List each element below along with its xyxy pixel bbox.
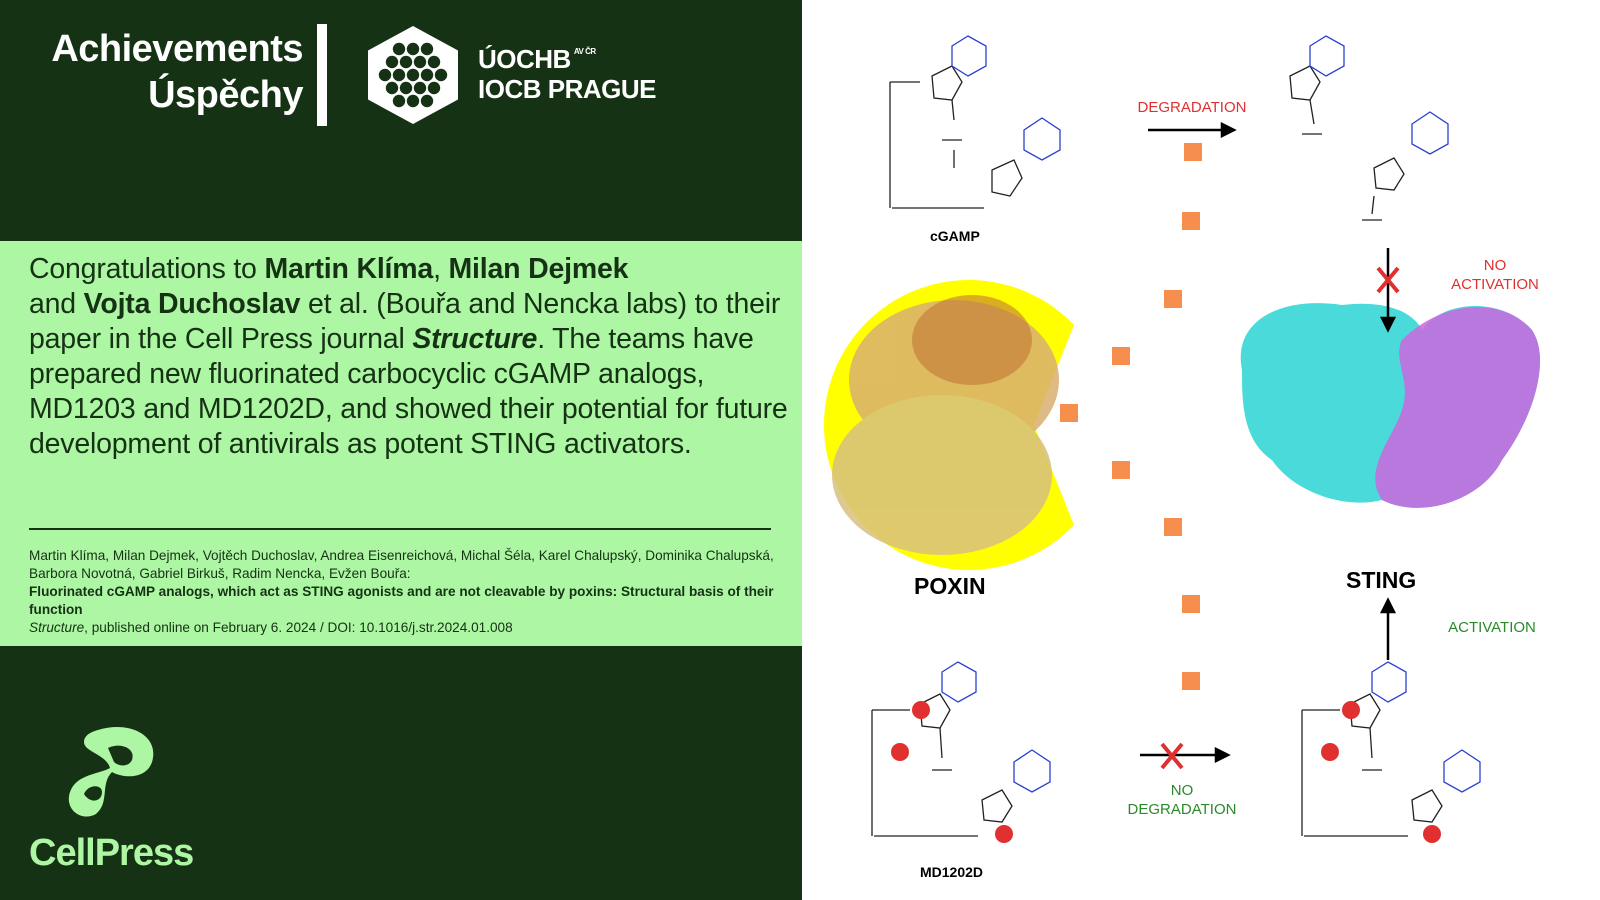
logo-dot: [413, 81, 427, 95]
congrats-t3: and: [29, 288, 84, 320]
journal-name: Structure: [412, 323, 538, 355]
logo-dot: [413, 55, 427, 69]
author-klima: Martin Klíma: [264, 253, 434, 285]
logo-dot: [392, 42, 406, 56]
arrows-icon: [1140, 121, 1397, 764]
congrats-t1: Congratulations to: [29, 253, 265, 285]
logo-dot: [420, 68, 434, 82]
label-activation: ACTIVATION: [1448, 619, 1536, 636]
author-duchoslav: Vojta Duchoslav: [83, 288, 301, 320]
logo-dot: [420, 42, 434, 56]
congratulations-text: Congratulations to Martin Klíma, Milan D…: [29, 252, 789, 462]
logo-dot: [385, 55, 399, 69]
org-line2: IOCB PRAGUE: [478, 74, 656, 104]
title-uspechy: Úspěchy: [148, 74, 303, 116]
cgamp-structure-icon: [889, 35, 1061, 209]
congrats-t4: et al. (Bouřa and Nencka labs) to their …: [29, 288, 781, 355]
logo-dot: [427, 55, 441, 69]
title-achievements: Achievements: [51, 28, 303, 70]
iocb-hex-logo-icon: [368, 26, 458, 124]
poxin-protein-icon: [832, 295, 1059, 555]
congrats-t5: . The teams have prepared new fluorinate…: [29, 323, 788, 460]
label-no-activation-1: NO: [1483, 257, 1507, 274]
logo-dot: [406, 68, 420, 82]
logo-dot: [385, 81, 399, 95]
md1202d-activating-structure-icon: [1301, 661, 1481, 837]
figure-graphics: [824, 35, 1541, 843]
citation-published: , published online on February 6. 2024 /…: [84, 620, 513, 635]
citation-authors: Martin Klíma, Milan Dejmek, Vojtěch Duch…: [29, 548, 774, 581]
label-sting: STING: [1346, 567, 1417, 593]
logo-dot: [399, 55, 413, 69]
label-degradation: DEGRADATION: [1137, 99, 1247, 116]
logo-dot: [399, 81, 413, 95]
blocked-x-icon: [1160, 266, 1400, 770]
modification-markers-icon: [891, 701, 1441, 843]
logo-dot: [434, 68, 448, 82]
label-cgamp: cGAMP: [930, 228, 980, 244]
label-no-degradation: NO DEGRADATION: [1112, 781, 1252, 819]
md1202d-structure-icon: [871, 661, 1051, 837]
figure-panel: cGAMP MD1202D DEGRADATION NO ACTIVATION …: [802, 0, 1600, 900]
degraded-cgamp-structure-icon: [1289, 35, 1449, 221]
cellpress-wordmark: CellPress: [29, 832, 194, 874]
logo-dot: [406, 42, 420, 56]
label-poxin: POXIN: [914, 573, 986, 599]
citation: Martin Klíma, Milan Dejmek, Vojtěch Duch…: [29, 547, 789, 637]
logo-dot: [427, 81, 441, 95]
logo-dot: [392, 68, 406, 82]
separator: [29, 528, 771, 530]
sting-protein-icon: [1240, 303, 1541, 508]
logo-dot: [420, 94, 434, 108]
org-avcr: AV ČR: [573, 47, 596, 56]
dot-chain-icon: [1060, 143, 1202, 690]
highlight-band: Congratulations to Martin Klíma, Milan D…: [0, 241, 802, 646]
author-dejmek: Milan Dejmek: [448, 253, 629, 285]
congrats-t2: ,: [433, 253, 449, 285]
logo-dot: [378, 68, 392, 82]
label-no-degradation-1: NO: [1170, 782, 1194, 799]
label-md1202d: MD1202D: [920, 864, 984, 880]
label-no-activation: NO ACTIVATION: [1420, 256, 1570, 294]
citation-journal: Structure: [29, 620, 85, 635]
logo-dot: [406, 94, 420, 108]
label-no-degradation-2: DEGRADATION: [1127, 801, 1237, 818]
org-line1: ÚOCHB: [478, 44, 571, 74]
cellpress-logo-icon: [68, 726, 154, 817]
citation-title: Fluorinated cGAMP analogs, which act as …: [29, 584, 774, 617]
logo-dot: [392, 94, 406, 108]
label-no-activation-2: ACTIVATION: [1451, 276, 1539, 293]
title-block: Achievements Úspěchy: [28, 26, 303, 118]
divider: [317, 24, 327, 126]
